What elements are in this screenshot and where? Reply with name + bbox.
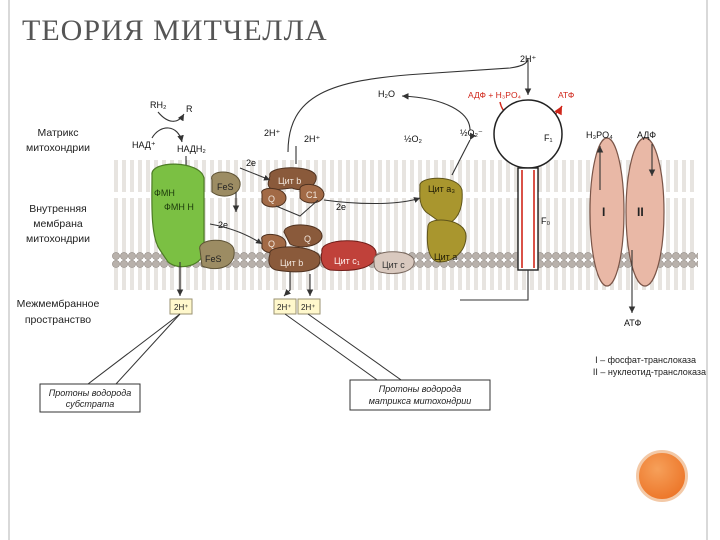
decorative-orange-circle — [636, 450, 688, 502]
slide-border-left — [8, 0, 10, 540]
intermembrane-label-line1: Межмембранное — [17, 298, 100, 310]
membrane-label-line2: мембрана — [33, 218, 83, 230]
ubiquinone-a — [261, 188, 287, 208]
fes-cluster-a — [211, 171, 241, 197]
cytochrome-a3 — [419, 177, 463, 224]
intermembrane-label-line2: пространство — [25, 314, 91, 326]
tsit-c-label: Цит c — [382, 260, 405, 270]
callout-line-mid-a — [284, 313, 381, 383]
nad-label: НАД⁺ — [132, 140, 156, 150]
label-matrix: Матрикс митохондрии — [26, 127, 90, 154]
q-b-label: Q — [268, 239, 275, 249]
complex-iii-core — [283, 224, 323, 248]
cytochrome-c1 — [320, 240, 377, 271]
phosphate-translocase — [589, 137, 625, 287]
membrane-label-line3: митохондрии — [26, 233, 90, 245]
half-o2-ion-label: ½O₂⁻ — [460, 128, 483, 138]
matrix-protons-line1: Протоны водорода — [379, 384, 462, 394]
rh2-arc-arrow — [157, 111, 185, 122]
r-label: R — [186, 104, 193, 114]
adp-pi-label: АДФ + H₃PO₄ — [468, 90, 522, 100]
substrate-protons-line1: Протоны водорода — [49, 388, 132, 398]
tsit-c1-label: Цит c₁ — [334, 256, 360, 266]
f1-label: F₁ — [544, 133, 553, 143]
slide-border-right — [706, 0, 708, 540]
c1-label: C1 — [306, 190, 318, 200]
slide-title: ТЕОРИЯ МИТЧЕЛЛА — [22, 14, 328, 47]
matrix-label-line1: Матрикс — [38, 127, 79, 139]
legend-translocase-i: I – фосфат-транслоказа — [595, 355, 696, 365]
2h-a-label: 2H⁺ — [264, 128, 281, 138]
f0-label: F₀ — [541, 216, 550, 226]
fes-a-label: FeS — [217, 182, 234, 192]
2h-left-label: 2H⁺ — [174, 303, 188, 312]
substrate-protons-box — [39, 383, 141, 413]
tsit-b-b-label: Цит b — [280, 258, 303, 268]
callout-line-mid-b — [307, 313, 405, 383]
complex-iii-q-label: Q — [304, 234, 311, 244]
callout-line-left-a — [87, 313, 181, 385]
tsit-a-label: Цит a — [434, 252, 457, 262]
cytochrome-b-lower — [268, 246, 321, 273]
2h-mid-a-label: 2H⁺ — [277, 303, 291, 312]
translocase-i-label: I — [602, 205, 605, 219]
atp-top-label: АТФ — [558, 90, 574, 100]
h3po4-label: H₃PO₄ — [586, 130, 613, 140]
membrane-label-line1: Внутренняя — [29, 203, 87, 215]
water-arrow — [401, 93, 471, 131]
legend-translocase-ii: II – нуклеотид-транслоказа — [593, 367, 706, 377]
complex-c1 — [299, 184, 325, 204]
electron-path-top — [239, 167, 271, 181]
label-intermembrane: Межмембранное пространство — [17, 298, 100, 326]
matrix-protons-box — [349, 379, 491, 411]
nadh2-label: НАДН₂ — [177, 144, 206, 154]
proton-box-left — [169, 298, 193, 315]
translocase-ii-label: II — [637, 205, 644, 219]
nad-arc-arrow — [151, 127, 184, 143]
proton-mid-arrow-a — [283, 272, 292, 297]
fes-cluster-b — [199, 239, 235, 270]
atp-bottom-label: АТФ — [624, 318, 641, 328]
half-o2-label: ½O₂ — [404, 134, 423, 144]
cytochrome-c — [373, 251, 415, 274]
substrate-protons-line2: субстрата — [66, 399, 114, 409]
fes-b-label: FeS — [205, 254, 222, 264]
proton-return-line — [287, 57, 529, 153]
f0-stalk — [517, 167, 539, 271]
2h-b-label: 2H⁺ — [304, 134, 321, 144]
cytochrome-a — [426, 219, 467, 263]
proton-box-mid-b — [297, 298, 321, 315]
h2o-label: H₂O — [378, 89, 395, 99]
adp-label: АДФ — [637, 130, 656, 140]
electron-path-to-a3 — [323, 197, 421, 204]
2e-c-label: 2e — [336, 202, 346, 212]
o2-arrow — [451, 132, 476, 176]
top-2h-label: 2H⁺ — [520, 54, 537, 64]
matrix-label-line2: митохондрии — [26, 142, 90, 154]
tsit-a3-label: Цит a₃ — [428, 184, 455, 194]
fmn-label: ФМН — [154, 188, 175, 198]
complex-i — [151, 163, 205, 268]
f0-proton-line — [460, 270, 529, 301]
2e-a-label: 2e — [246, 158, 256, 168]
fmnh-label: ФМН Н — [164, 202, 194, 212]
matrix-protons-line2: матрикса митохондрии — [369, 396, 471, 406]
2h-mid-b-label: 2H⁺ — [301, 303, 315, 312]
q-a-label: Q — [268, 194, 275, 204]
2e-b-label: 2e — [218, 220, 228, 230]
tsit-b-a-label: Цит b — [278, 176, 301, 186]
callout-line-left-b — [115, 313, 181, 385]
rh2-label: RH₂ — [150, 100, 167, 110]
electron-path-q — [275, 199, 319, 217]
label-inner-membrane: Внутренняя мембрана митохондрии — [26, 203, 90, 245]
electron-path-to-q — [209, 223, 263, 245]
